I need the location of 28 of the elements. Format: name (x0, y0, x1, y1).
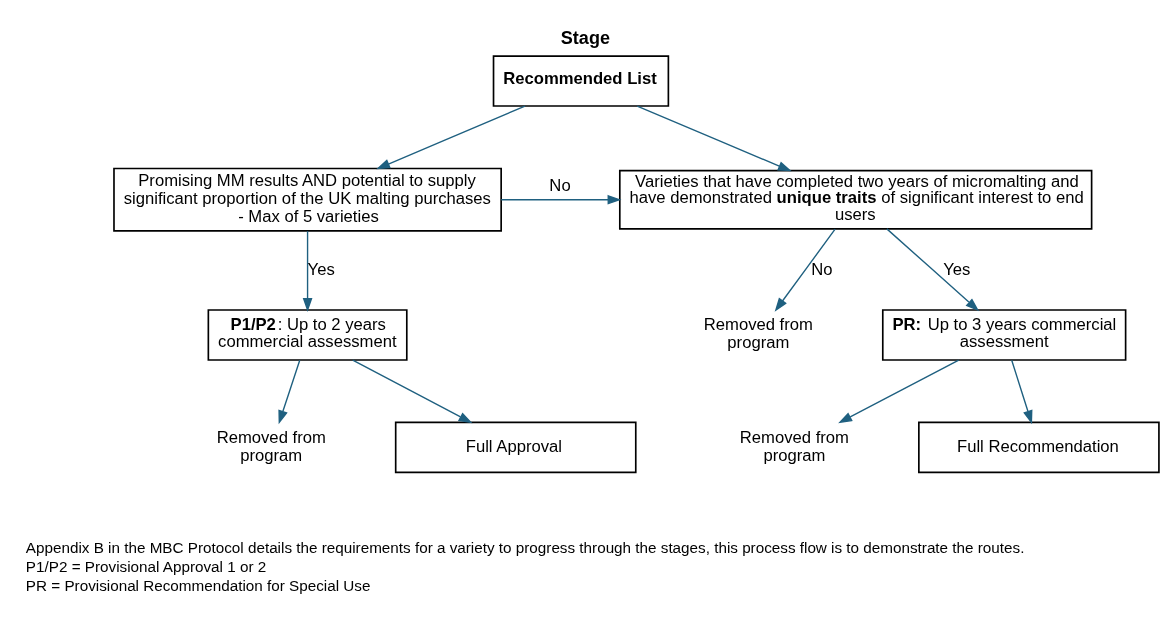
edge-label: No (549, 175, 571, 195)
node-text: Removed from program (703, 315, 813, 353)
node-box: Recommended List (492, 55, 670, 107)
label: Appendix B in the MBC Protocol details the requirements for a variety to progress through the stages, this process flow is to demonstrate the routes. (25, 538, 1025, 556)
arrow (352, 359, 473, 424)
arrow (1011, 359, 1033, 425)
node-box: Varieties that have completed two years of micromalting and have demonstrated unique traits of significant interest to end users (618, 169, 1093, 230)
node-box: Full Recommendation (918, 421, 1160, 474)
node-box: P1/P2: Up to 2 years commercial assessment (207, 309, 408, 361)
edge-label: Yes (943, 259, 971, 279)
label: PR = Provisional Recommendation for Special Use (25, 577, 371, 595)
edge-label: No (811, 259, 833, 279)
arrow (302, 230, 313, 312)
node-text: Removed from program (216, 427, 326, 465)
arrow (886, 228, 980, 312)
arrow (838, 359, 960, 424)
arrow (774, 228, 836, 312)
node-box: Full Approval (394, 421, 637, 474)
node-text: Removed from program (739, 427, 849, 465)
arrow (636, 105, 792, 172)
edge-label: Yes (307, 259, 335, 279)
diagram-title: Stage (560, 28, 610, 49)
arrow (278, 359, 301, 425)
label: P1/P2 = Provisional Approval 1 or 2 (25, 558, 267, 576)
arrow (500, 194, 622, 205)
node-box: PR: Up to 3 years commercial assessment (881, 309, 1127, 361)
arrow (376, 105, 526, 170)
node-box: Promising MM results AND potential to supply significant proportion of the UK malting purchases - Max of 5 varieties (113, 167, 502, 232)
